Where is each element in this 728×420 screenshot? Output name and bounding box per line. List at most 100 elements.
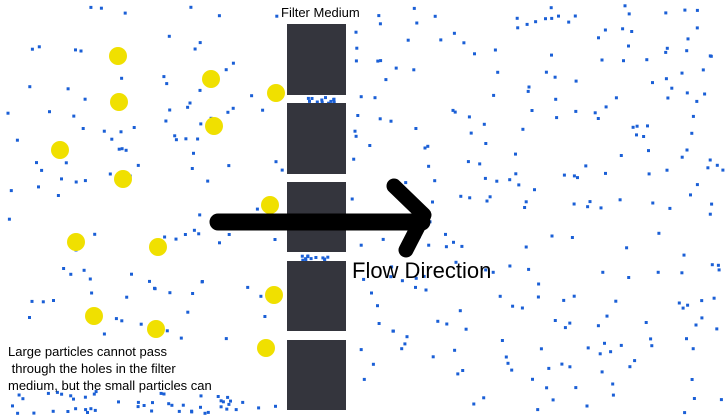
small-particle bbox=[217, 14, 221, 18]
small-particle bbox=[695, 99, 699, 103]
small-particle bbox=[686, 37, 690, 41]
small-particle bbox=[304, 257, 308, 261]
small-particle bbox=[221, 400, 225, 404]
small-particle bbox=[668, 206, 672, 210]
small-particle bbox=[649, 337, 653, 341]
small-particle bbox=[685, 148, 689, 152]
small-particle bbox=[234, 408, 238, 412]
small-particle bbox=[664, 50, 668, 54]
small-particle bbox=[618, 198, 622, 202]
small-particle bbox=[551, 398, 555, 402]
small-particle bbox=[384, 78, 388, 82]
small-particle bbox=[614, 299, 618, 303]
small-particle bbox=[427, 243, 431, 247]
large-particle bbox=[267, 84, 285, 102]
small-particle bbox=[627, 276, 631, 279]
small-particle bbox=[370, 291, 373, 295]
small-particle bbox=[424, 288, 428, 292]
small-particle bbox=[332, 97, 336, 101]
small-particle bbox=[174, 237, 178, 241]
small-particle bbox=[17, 393, 21, 397]
small-particle bbox=[400, 347, 404, 351]
small-particle bbox=[531, 377, 534, 381]
small-particle bbox=[628, 365, 632, 369]
small-particle bbox=[715, 327, 719, 331]
small-particle bbox=[404, 181, 408, 185]
small-particle bbox=[680, 71, 684, 75]
small-particle bbox=[422, 274, 426, 278]
small-particle bbox=[136, 405, 140, 409]
small-particle bbox=[350, 197, 354, 201]
small-particle bbox=[6, 111, 10, 115]
small-particle bbox=[355, 46, 359, 50]
filter-block bbox=[287, 103, 346, 174]
small-particle bbox=[469, 131, 473, 135]
small-particle bbox=[553, 319, 557, 322]
small-particle bbox=[368, 144, 372, 147]
small-particle bbox=[515, 16, 519, 20]
small-particle bbox=[685, 337, 688, 341]
large-particle bbox=[149, 238, 167, 256]
small-particle bbox=[573, 14, 577, 18]
small-particle bbox=[28, 316, 31, 319]
small-particle bbox=[484, 268, 488, 272]
small-particle bbox=[619, 343, 623, 347]
small-particle bbox=[167, 34, 171, 38]
small-particle bbox=[466, 160, 470, 164]
small-particle bbox=[539, 347, 543, 351]
small-particle bbox=[625, 246, 629, 250]
small-particle bbox=[21, 397, 25, 401]
small-particle bbox=[359, 95, 363, 99]
small-particle bbox=[389, 119, 393, 123]
small-particle bbox=[190, 167, 194, 170]
small-particle bbox=[611, 382, 615, 386]
small-particle bbox=[588, 200, 592, 204]
small-particle bbox=[514, 152, 517, 156]
small-particle bbox=[324, 96, 327, 100]
small-particle bbox=[690, 131, 694, 135]
small-particle bbox=[7, 217, 11, 221]
small-particle bbox=[168, 291, 172, 295]
small-particle bbox=[524, 200, 528, 204]
filter-block bbox=[287, 340, 346, 410]
small-particle bbox=[458, 309, 462, 313]
caption: Large particles cannot pass through the … bbox=[8, 343, 212, 394]
large-particle bbox=[257, 339, 275, 357]
small-particle bbox=[275, 14, 279, 18]
small-particle bbox=[485, 199, 489, 203]
small-particle bbox=[241, 400, 245, 404]
small-particle bbox=[102, 129, 106, 133]
small-particle bbox=[197, 232, 201, 236]
small-particle bbox=[199, 394, 203, 398]
small-particle bbox=[560, 362, 564, 366]
small-particle bbox=[356, 114, 360, 117]
small-particle bbox=[550, 234, 554, 238]
small-particle bbox=[37, 185, 40, 189]
small-particle bbox=[482, 396, 486, 400]
small-particle bbox=[389, 275, 393, 279]
small-particle bbox=[524, 245, 528, 249]
small-particle bbox=[691, 347, 695, 351]
small-particle bbox=[511, 304, 515, 308]
small-particle bbox=[35, 161, 38, 165]
small-particle bbox=[498, 294, 502, 298]
small-particle bbox=[680, 271, 684, 275]
small-particle bbox=[102, 332, 106, 336]
small-particle bbox=[74, 180, 78, 184]
small-particle bbox=[555, 116, 559, 120]
small-particle bbox=[257, 406, 261, 410]
small-particle bbox=[153, 287, 157, 291]
small-particle bbox=[261, 108, 265, 112]
small-particle bbox=[309, 257, 313, 261]
small-particle bbox=[274, 404, 277, 408]
small-particle bbox=[400, 279, 404, 283]
small-particle bbox=[186, 310, 190, 314]
small-particle bbox=[64, 161, 68, 165]
small-particle bbox=[717, 268, 721, 272]
small-particle bbox=[192, 151, 195, 155]
small-particle bbox=[66, 410, 70, 413]
small-particle bbox=[263, 315, 267, 318]
small-particle bbox=[117, 400, 120, 404]
large-particle bbox=[147, 320, 165, 338]
